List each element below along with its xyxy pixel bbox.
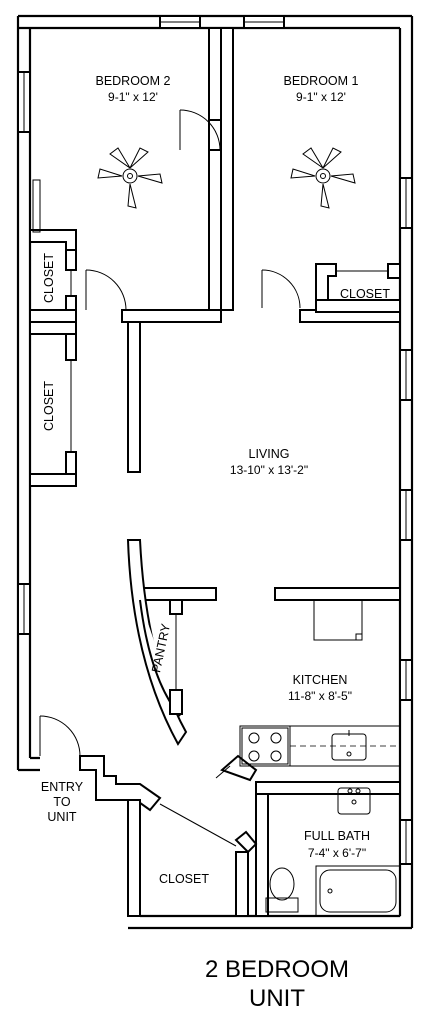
bedroom1-name: BEDROOM 1	[283, 74, 358, 88]
wall-niche	[32, 179, 41, 233]
bathtub-icon	[315, 865, 401, 917]
closet-label: CLOSET	[42, 381, 56, 431]
kitchen-name: KITCHEN	[293, 673, 348, 687]
ceiling-fan-icon	[290, 147, 356, 209]
bedroom2-name: BEDROOM 2	[95, 74, 170, 88]
bath-name: FULL BATH	[304, 829, 370, 843]
bedroom1-dims: 9-1" x 12'	[296, 90, 346, 104]
entry-label-line1: ENTRY	[41, 780, 84, 794]
bedroom2-dims: 9-1" x 12'	[108, 90, 158, 104]
living-name: LIVING	[249, 447, 290, 461]
bathroom-sink-icon	[337, 787, 371, 815]
refrigerator-icon	[313, 599, 363, 641]
stove-icon	[241, 727, 289, 765]
toilet-icon	[265, 867, 299, 913]
bath-dims: 7-4" x 6'-7"	[308, 846, 366, 860]
ceiling-fan-icon	[97, 147, 163, 209]
exterior-walls	[16, 14, 414, 930]
entry-label-line2: TO	[53, 795, 70, 809]
living-dims: 13-10" x 13'-2"	[230, 463, 308, 477]
kitchen-dims: 11-8" x 8'-5"	[288, 689, 352, 703]
doors	[39, 109, 388, 847]
entry-label-line3: UNIT	[47, 810, 77, 824]
interior-walls	[29, 27, 401, 917]
closet-label: CLOSET	[42, 253, 56, 303]
title-line1: 2 BEDROOM	[205, 956, 349, 983]
closet-label: CLOSET	[159, 872, 209, 886]
closet-label: CLOSET	[340, 287, 390, 301]
room-labels: BEDROOM 2 9-1" x 12' BEDROOM 1 9-1" x 12…	[41, 74, 390, 886]
title-line2: UNIT	[249, 985, 305, 1012]
kitchen-counter	[239, 725, 401, 767]
kitchen-sink-icon	[331, 730, 367, 761]
plan-title: 2 BEDROOM UNIT	[205, 956, 349, 1012]
